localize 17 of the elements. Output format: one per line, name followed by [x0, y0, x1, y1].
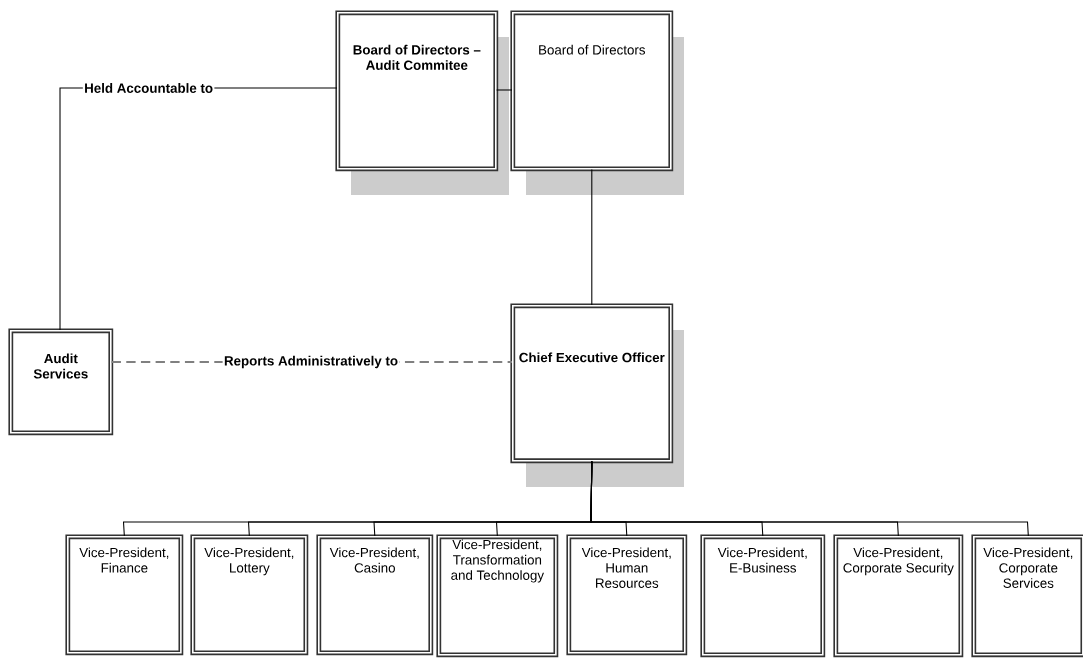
box: Board of Directors: [510, 10, 684, 195]
connector: [590, 461, 1029, 537]
box: Vice-President, Human Resources: [566, 534, 688, 656]
edge-label: Reports Administratively to: [222, 354, 400, 370]
box: Vice-President, E-Business: [700, 534, 826, 658]
connector: [496, 89, 513, 91]
box: Vice-President, Casino: [316, 534, 434, 656]
box: Vice-President, Transformation and Technology: [436, 534, 559, 658]
edge-label: Held Accountable to: [82, 81, 215, 95]
box: Vice-President, Finance: [65, 534, 184, 656]
box: Vice-President, Corporate Security: [833, 534, 964, 658]
box: Vice-President, Corporate Services: [971, 534, 1083, 658]
connector: [591, 169, 593, 306]
box: Vice-President, Lottery: [190, 534, 309, 656]
box: Chief Executive Officer: [510, 303, 684, 487]
box: Audit Services: [8, 328, 114, 436]
box: Board of Directors – Audit Commitee: [335, 10, 509, 195]
